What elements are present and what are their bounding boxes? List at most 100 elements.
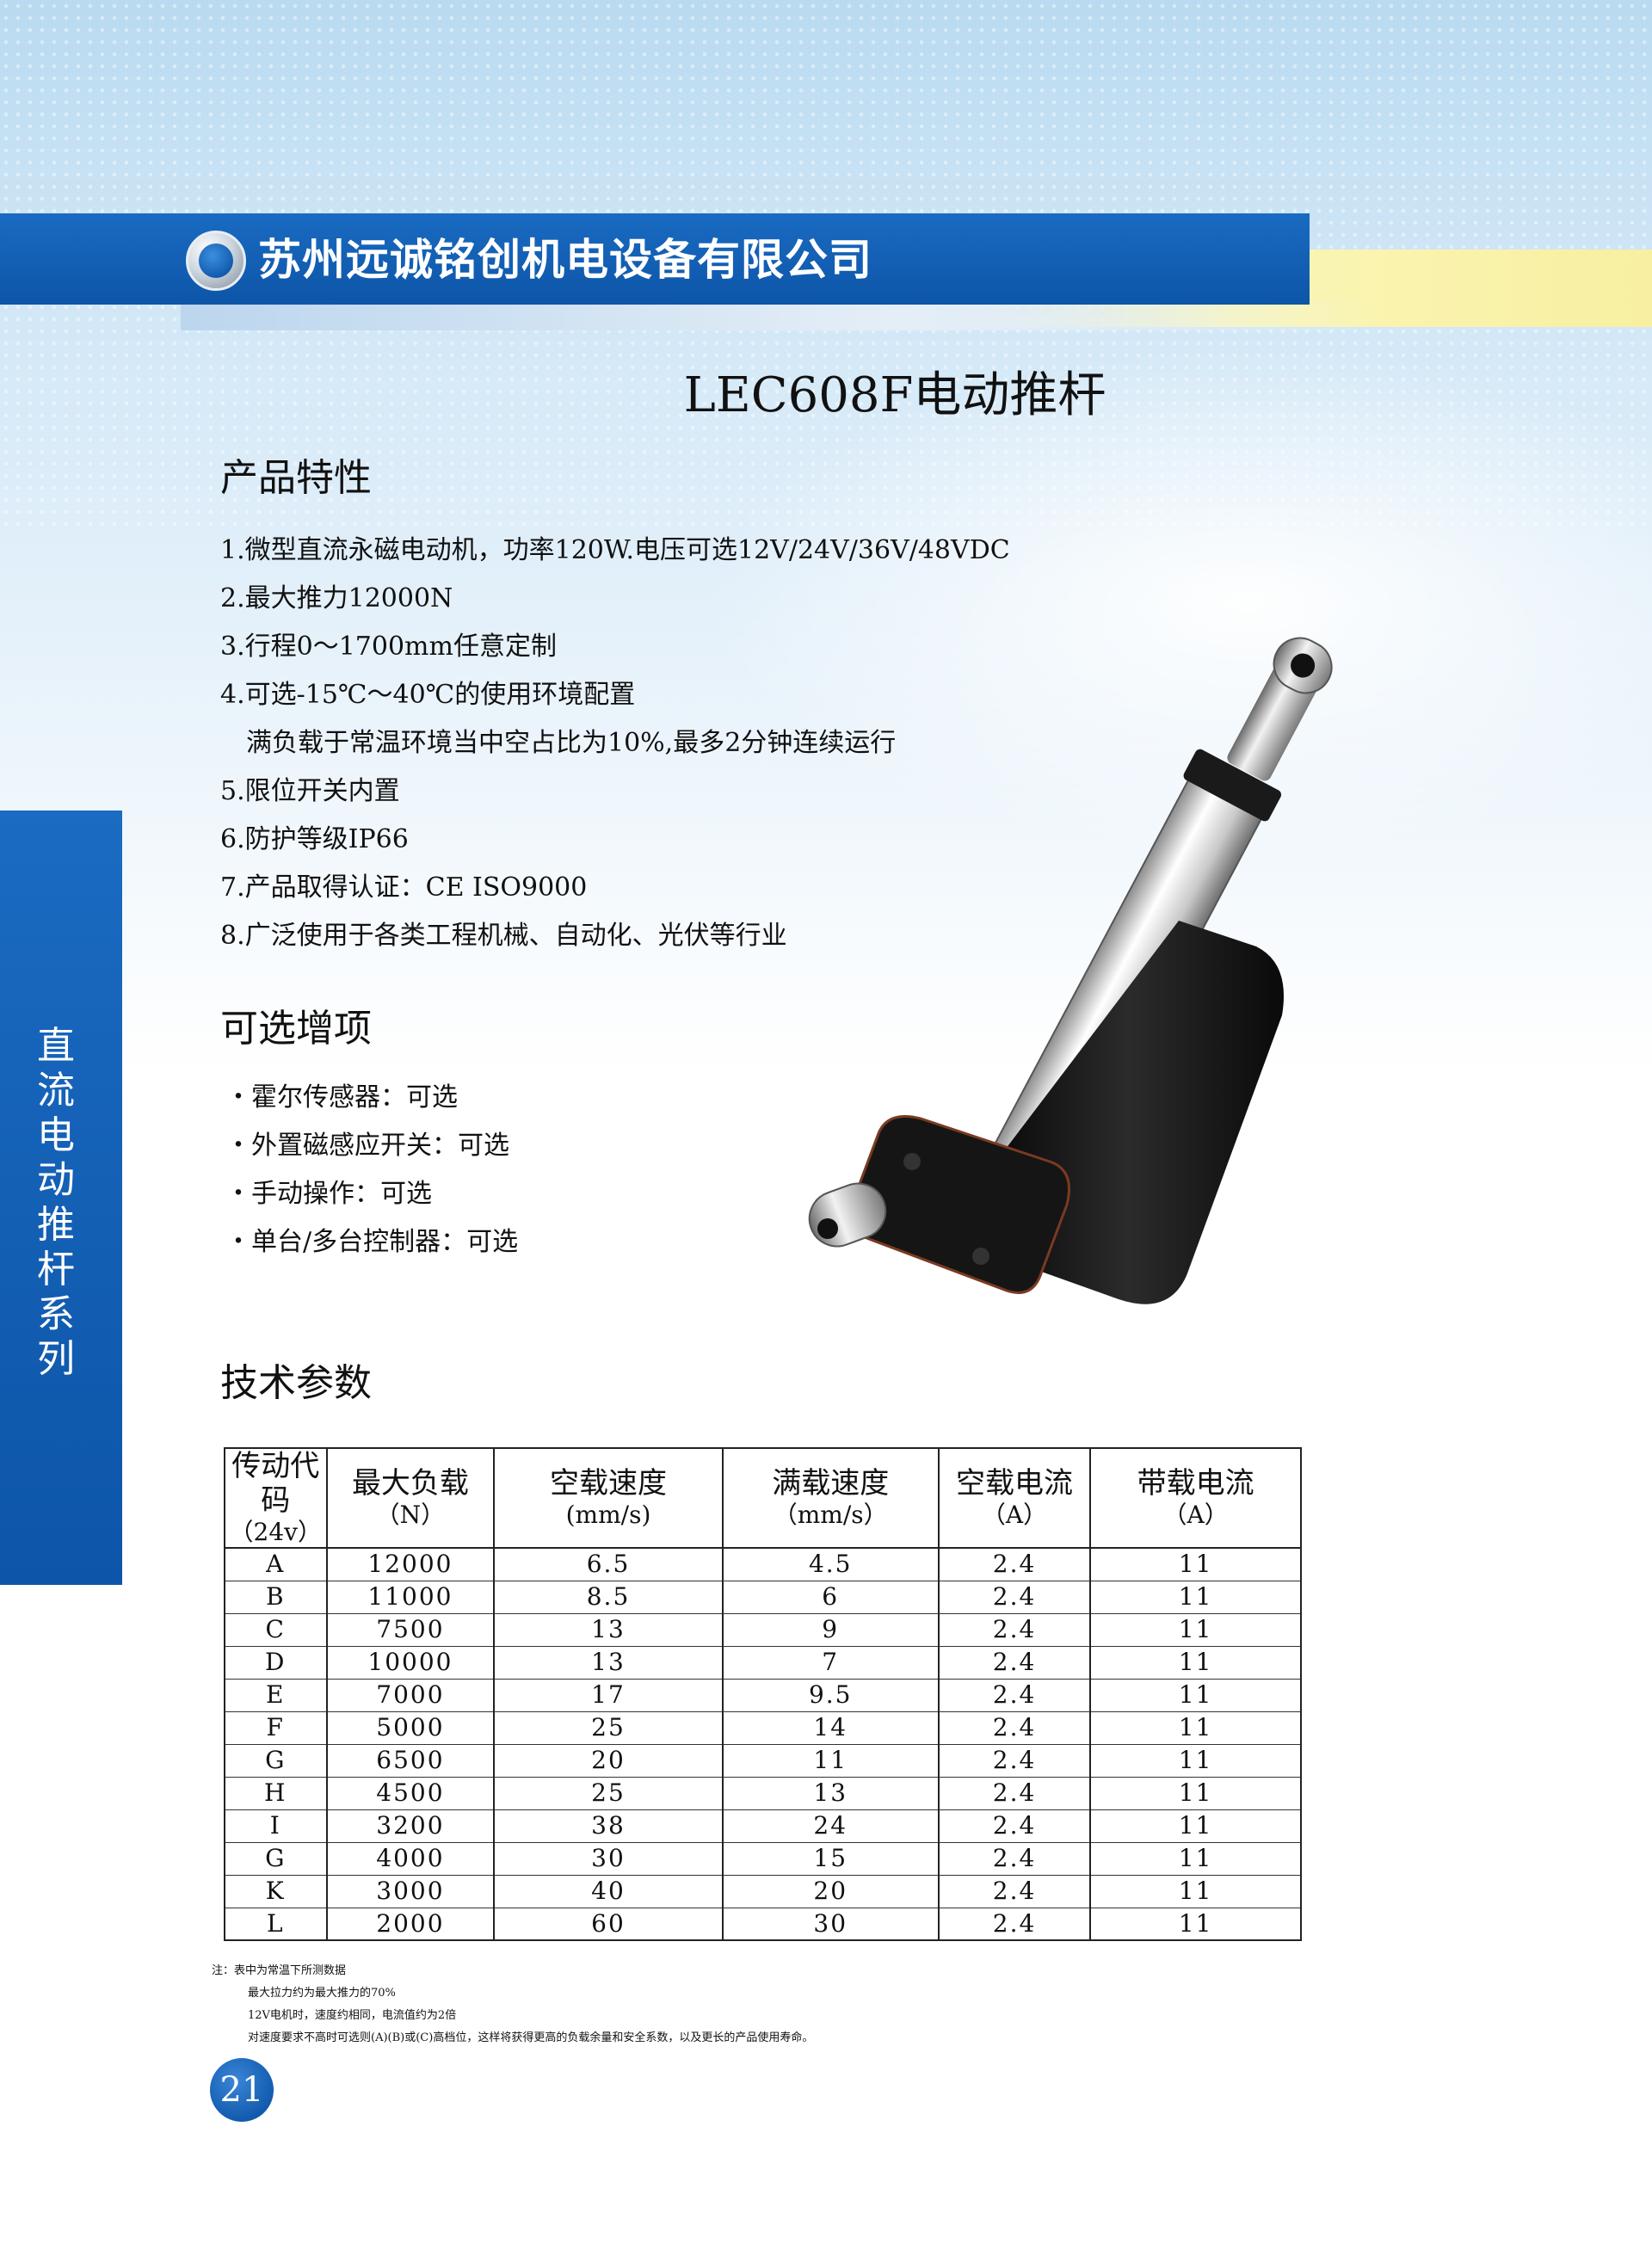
table-cell: 25 (493, 1711, 724, 1745)
table-cell: I (224, 1809, 328, 1843)
table-cell: 11 (1089, 1809, 1302, 1843)
option-item: ・外置磁感应开关：可选 (225, 1131, 509, 1161)
actuator-rod (1227, 637, 1333, 781)
table-cell: 11 (1089, 1711, 1302, 1745)
table-cell: D (224, 1646, 328, 1680)
option-item: ・霍尔传感器：可选 (225, 1082, 458, 1113)
table-cell: 12000 (325, 1548, 496, 1581)
option-item: ・单台/多台控制器：可选 (225, 1227, 519, 1257)
table-cell: 4000 (325, 1842, 496, 1876)
note-line: 12V电机时，速度约相同，电流值约为2倍 (248, 2009, 457, 2022)
feature-item: 3.行程0～1700mm任意定制 (220, 632, 557, 662)
column-header: 空载速度(mm/s) (493, 1447, 724, 1549)
table-cell: A (224, 1548, 328, 1581)
table-cell: 2.4 (937, 1777, 1092, 1810)
table-cell: G (224, 1744, 328, 1778)
table-cell: 20 (493, 1744, 724, 1778)
note-line: 注：表中为常温下所测数据 (212, 1964, 347, 1977)
actuator-motor-body (848, 921, 1284, 1304)
table-cell: 7 (721, 1646, 940, 1680)
table-cell: 2.4 (937, 1711, 1092, 1745)
table-cell: 7500 (325, 1613, 496, 1647)
header-under-strip (181, 301, 1377, 330)
table-cell: 3000 (325, 1875, 496, 1908)
table-cell: 2.4 (937, 1679, 1092, 1712)
table-cell: 6500 (325, 1744, 496, 1778)
table-cell: 2.4 (937, 1613, 1092, 1647)
feature-item: 6.防护等级IP66 (220, 824, 409, 854)
feature-item: 满负载于常温环境当中空占比为10%,最多2分钟连续运行 (220, 728, 897, 758)
column-header: 空载电流（A） (937, 1447, 1092, 1549)
table-cell: 11 (1089, 1581, 1302, 1614)
actuator-rear-mount (808, 1182, 887, 1248)
side-tab-label: 直流电动推杆系列 (37, 1024, 75, 1381)
table-cell: 60 (493, 1908, 724, 1941)
feature-item: 4.可选-15℃～40℃的使用环境配置 (220, 680, 636, 710)
feature-item: 5.限位开关内置 (220, 776, 400, 806)
table-cell: 9 (721, 1613, 940, 1647)
table-cell: 30 (721, 1908, 940, 1941)
product-title: LEC608F电动推杆 (683, 367, 1106, 423)
table-cell: 14 (721, 1711, 940, 1745)
table-cell: 20 (721, 1875, 940, 1908)
table-cell: 8.5 (493, 1581, 724, 1614)
table-cell: 24 (721, 1809, 940, 1843)
linear-actuator-image (808, 637, 1333, 1304)
page-number: 21 (210, 2058, 274, 2122)
table-cell: 2.4 (937, 1908, 1092, 1941)
table-cell: 2.4 (937, 1842, 1092, 1876)
column-header: 带载电流（A） (1089, 1447, 1302, 1549)
company-name: 苏州远诚铭创机电设备有限公司 (258, 235, 872, 285)
features-list: 1.微型直流永磁电动机，功率120W.电压可选12V/24V/36V/48VDC… (220, 527, 1010, 960)
table-cell: 3200 (325, 1809, 496, 1843)
company-logo-icon (186, 231, 246, 291)
table-cell: 11 (1089, 1548, 1302, 1581)
table-cell: 2.4 (937, 1581, 1092, 1614)
table-cell: 4500 (325, 1777, 496, 1810)
side-tab (0, 811, 122, 1585)
table-cell: L (224, 1908, 328, 1941)
table-cell: 2.4 (937, 1875, 1092, 1908)
table-cell: 11 (721, 1744, 940, 1778)
table-cell: B (224, 1581, 328, 1614)
column-header: 满载速度（mm/s） (721, 1447, 940, 1549)
table-cell: 17 (493, 1679, 724, 1712)
options-list: ・霍尔传感器：可选 ・外置磁感应开关：可选 ・手动操作：可选 ・单台/多台控制器… (225, 1074, 518, 1267)
note-line: 最大拉力约为最大推力的70% (248, 1987, 396, 2000)
features-heading: 产品特性 (220, 456, 372, 500)
table-cell: 40 (493, 1875, 724, 1908)
table-cell: 10000 (325, 1646, 496, 1680)
table-cell: 6.5 (493, 1548, 724, 1581)
options-heading: 可选增项 (220, 1007, 372, 1051)
option-item: ・手动操作：可选 (225, 1179, 432, 1209)
table-cell: 38 (493, 1809, 724, 1843)
table-cell: E (224, 1679, 328, 1712)
logo-emblem (199, 243, 233, 278)
table-cell: 25 (493, 1777, 724, 1810)
table-cell: G (224, 1842, 328, 1876)
feature-item: 2.最大推力12000N (220, 583, 453, 613)
table-cell: 9.5 (721, 1679, 940, 1712)
table-cell: K (224, 1875, 328, 1908)
table-cell: 11 (1089, 1679, 1302, 1712)
table-cell: 7000 (325, 1679, 496, 1712)
table-cell: 11 (1089, 1908, 1302, 1941)
specs-heading: 技术参数 (220, 1361, 372, 1405)
table-cell: 30 (493, 1842, 724, 1876)
table-cell: 11 (1089, 1613, 1302, 1647)
table-cell: 11 (1089, 1875, 1302, 1908)
table-cell: 6 (721, 1581, 940, 1614)
table-cell: 2.4 (937, 1646, 1092, 1680)
table-cell: 15 (721, 1842, 940, 1876)
table-cell: 11 (1089, 1777, 1302, 1810)
feature-item: 7.产品取得认证：CE ISO9000 (220, 872, 588, 903)
